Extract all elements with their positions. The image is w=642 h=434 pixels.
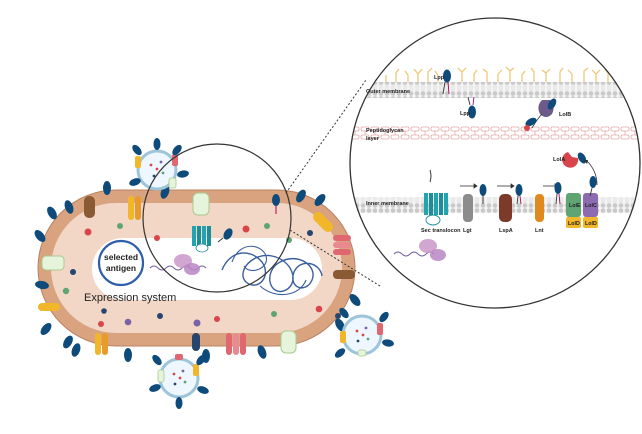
selected-antigen-label-2: antigen — [106, 263, 136, 273]
lps-chains — [385, 66, 609, 82]
sec-translocon-label: Sec translocon — [421, 228, 461, 234]
lola-protein: LolA — [553, 152, 587, 168]
lola-label: LolA — [553, 157, 565, 163]
lnt-enzyme: Lnt — [535, 182, 562, 234]
selected-antigen: selected antigen — [97, 239, 145, 287]
arrow-lolc-to-lola — [586, 160, 598, 186]
zoom-connector-top — [285, 79, 367, 194]
lspa-enzyme: LspA — [499, 184, 523, 234]
lpp-outer: Lpp — [434, 69, 451, 95]
lpp-bottom-label: Lpp — [460, 111, 471, 117]
lole-label: LolE — [569, 203, 581, 209]
zoom-connector-bottom — [289, 229, 381, 287]
zoom-panel: Lpp Lpp LolB LolA — [349, 17, 641, 309]
surface-lipoproteins — [34, 181, 361, 363]
lolc-label: LolC — [585, 203, 597, 209]
omv-right — [334, 307, 394, 358]
lold-left-label: LolD — [568, 221, 580, 227]
lolcde-complex: LolE LolC LolD LolD — [566, 176, 598, 228]
cell-membrane-proteins — [38, 192, 355, 355]
lolb-protein: LolB — [538, 98, 571, 118]
outer-membrane-bilayer — [350, 82, 640, 98]
peptidoglycan-label-1: Peptidoglycan — [366, 128, 404, 134]
selected-antigen-label-1: selected — [104, 252, 138, 262]
cell-lipoprotein — [217, 194, 280, 243]
peptidoglycan-band — [350, 126, 640, 140]
lpp-top-label: Lpp — [434, 75, 445, 81]
lgt-enzyme: Lgt — [463, 184, 487, 234]
sec-translocon: Sec translocon — [421, 169, 461, 234]
zoom-mrna — [393, 251, 435, 257]
lolb-label: LolB — [559, 112, 571, 118]
inner-membrane-label: Inner membrane — [366, 201, 409, 207]
peptidoglycan-label-2: layer — [366, 136, 380, 142]
lpp-inner: Lpp — [460, 96, 476, 119]
omv-top — [129, 138, 189, 191]
zoom-ribosome — [419, 239, 446, 261]
arrow-lola-to-lolb — [531, 113, 543, 129]
free-lipoprotein — [524, 117, 537, 131]
lnt-label: Lnt — [535, 228, 544, 234]
cell-sec-translocon — [192, 226, 211, 253]
lgt-label: Lgt — [463, 228, 472, 234]
ribosome — [174, 254, 200, 275]
outer-membrane-label: Outer membrane — [366, 89, 410, 95]
magnifier-circle — [142, 143, 292, 293]
lspa-label: LspA — [499, 228, 513, 234]
expression-system-label: Expression system — [84, 292, 176, 304]
omv-bottom-left — [149, 354, 209, 409]
lold-right-label: LolD — [585, 221, 597, 227]
bacterial-cell: selected antigen Expression system — [34, 181, 361, 363]
